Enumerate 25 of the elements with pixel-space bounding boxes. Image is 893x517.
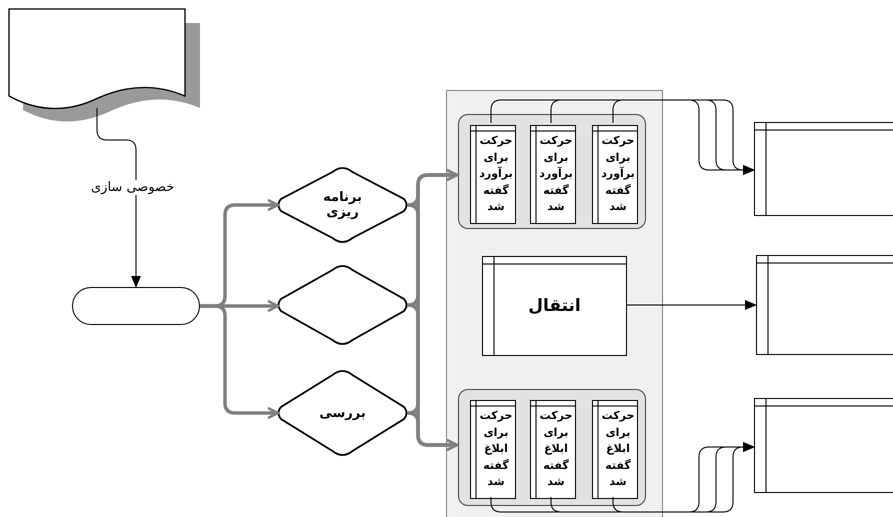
arrow [406,168,458,415]
lane-panel [446,90,663,517]
terminator-shape [72,287,200,325]
process-box [754,398,893,493]
process-box: حرکت برای برآورد گفته شد [530,125,576,224]
decision-diamond: برنامه ریزی [278,170,407,240]
process-box: حرکت برای برآورد گفته شد [470,125,516,224]
arrow [612,100,755,175]
group-box [458,114,646,229]
arrow [406,411,458,452]
process-box [756,255,893,355]
arrow [200,304,280,420]
decision-diamond [278,268,407,342]
edge-label: خصوصی سازی [90,180,176,195]
arrow [612,442,755,512]
group-box [458,389,646,506]
process-box: حرکت برای ابلاغ گفته شد [592,400,638,499]
process-box: حرکت برای ابلاغ گفته شد [530,400,576,499]
process-box: انتقال [482,256,627,356]
document-shape [8,8,203,123]
arrow [626,300,757,310]
process-box: حرکت برای ابلاغ گفته شد [470,400,516,499]
decision-diamond: بررسی [278,373,407,453]
process-box: حرکت برای برآورد گفته شد [592,125,638,224]
process-box [754,122,893,216]
